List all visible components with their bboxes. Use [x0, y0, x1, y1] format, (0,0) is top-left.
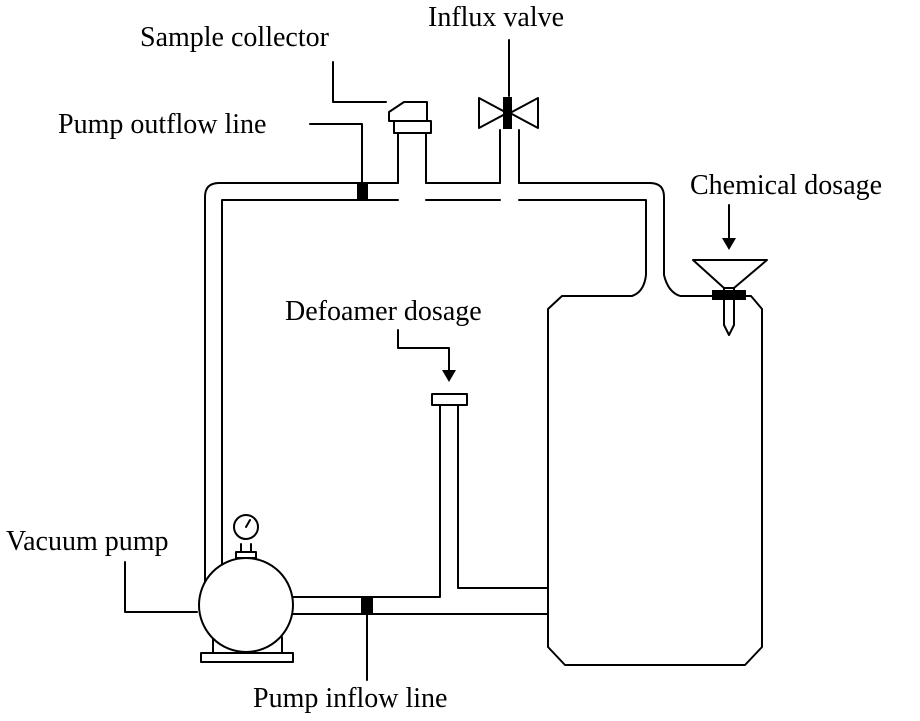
vacuum-pump — [198, 514, 294, 663]
chemical-dosage-label: Chemical dosage — [690, 170, 882, 201]
tank — [291, 295, 763, 666]
leader-lines — [124, 39, 736, 681]
inflow-line-marker — [361, 597, 373, 615]
pump-outflow-pipe — [204, 182, 681, 581]
influx-valve — [478, 97, 539, 184]
sample-collector-label: Sample collector — [140, 22, 330, 53]
pump-outflow-line-label: Pump outflow line — [58, 109, 266, 140]
chemical-dosage-funnel — [692, 259, 768, 336]
defoamer-pipe — [291, 393, 468, 598]
defoamer-dosage-label: Defoamer dosage — [285, 296, 482, 327]
pump-inflow-line-label: Pump inflow line — [253, 683, 447, 714]
influx-valve-label: Influx valve — [428, 2, 564, 33]
vacuum-pump-label: Vacuum pump — [6, 526, 169, 557]
sample-collector — [388, 101, 432, 184]
outflow-line-marker — [357, 183, 368, 201]
